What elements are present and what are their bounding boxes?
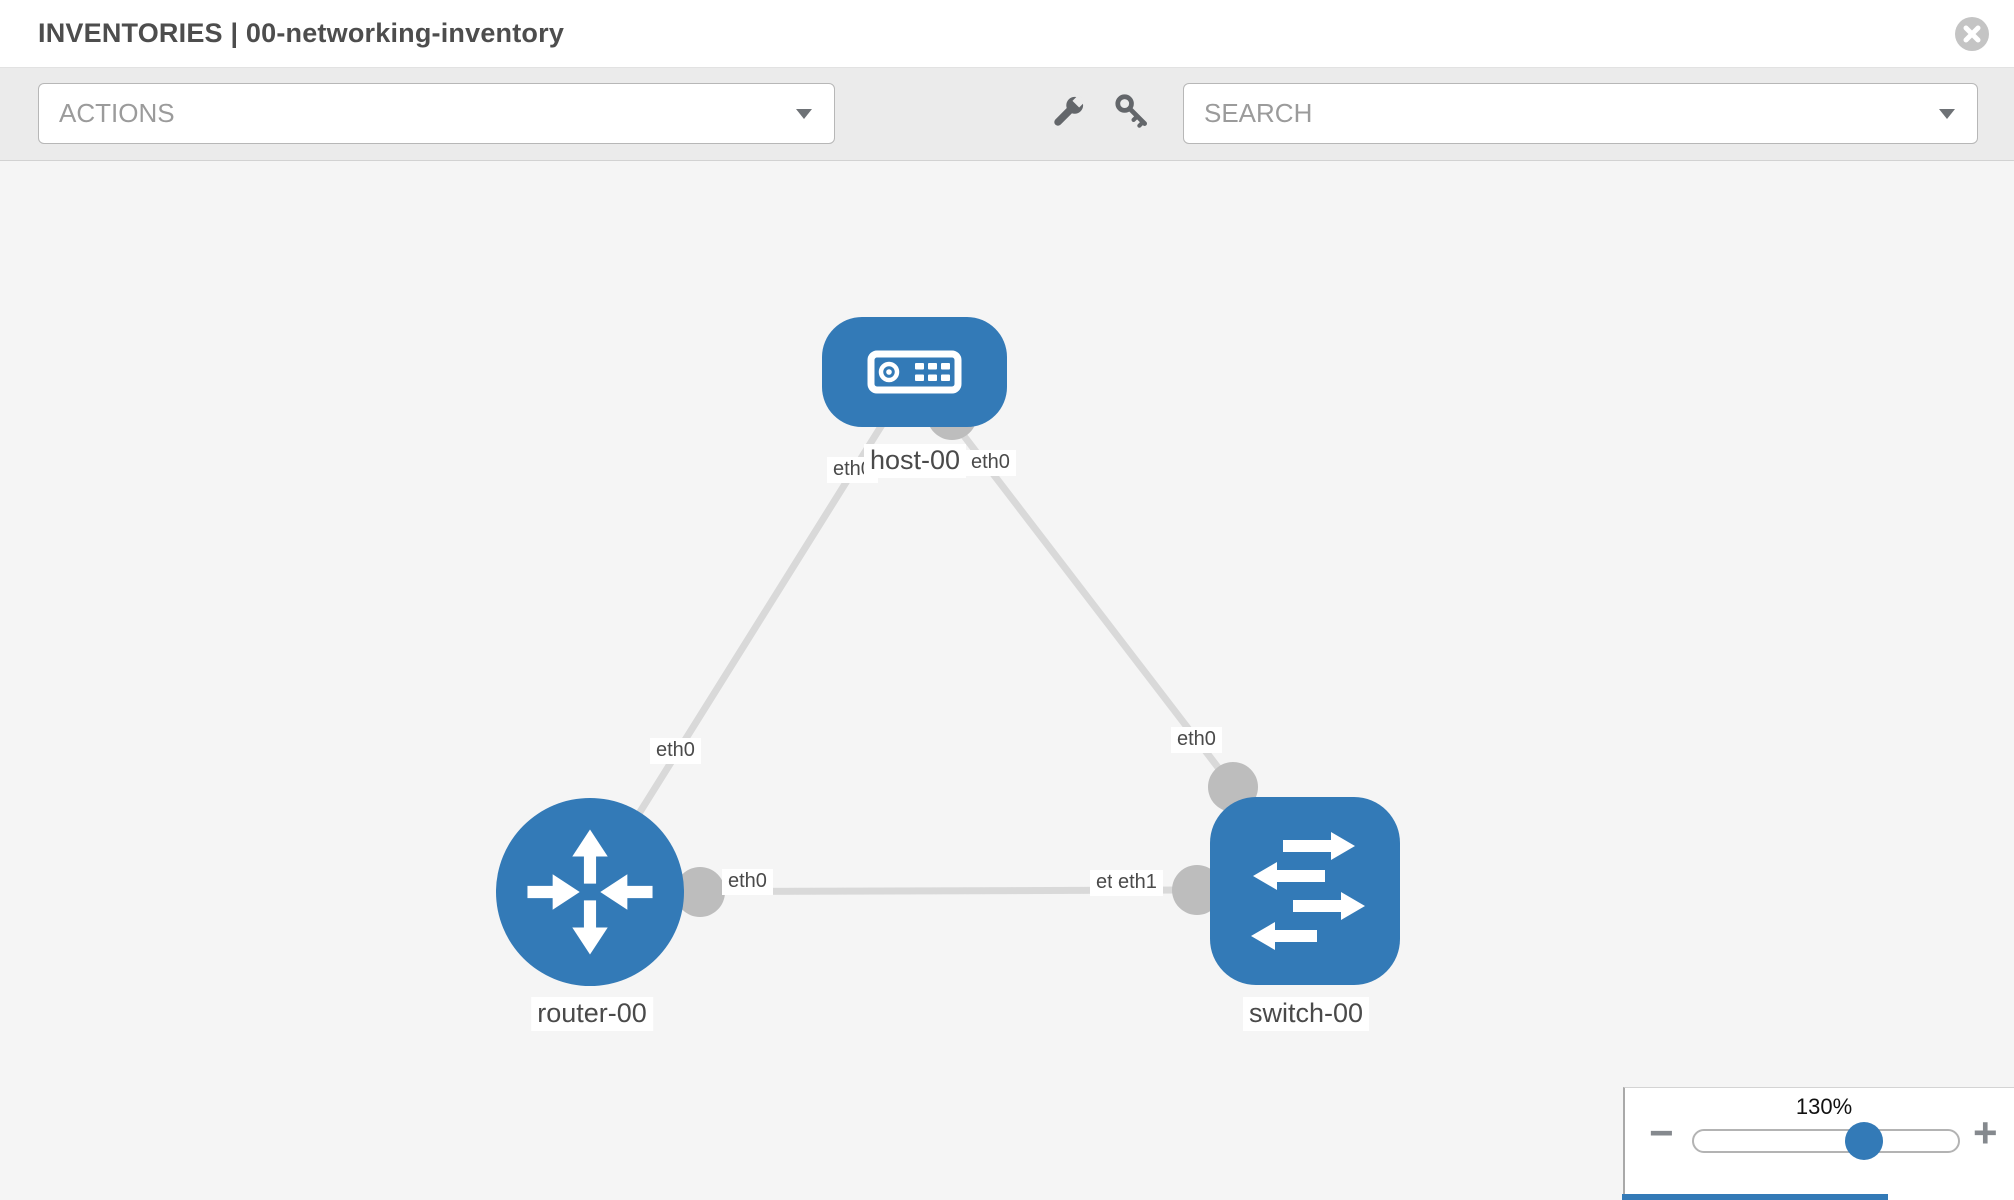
interface-dot-switch-eth1 [1172, 865, 1222, 915]
wrench-icon [1054, 94, 1086, 126]
interface-label: eth0 [1171, 727, 1222, 753]
chevron-down-icon[interactable] [796, 109, 812, 119]
topology-graph [587, 369, 1258, 917]
switch-arrows-icon [1251, 832, 1365, 950]
zoom-out-button[interactable]: − [1649, 1109, 1674, 1156]
router-arrows-icon [527, 829, 653, 955]
node-label-router-00: router-00 [531, 997, 653, 1031]
node-label-switch-00: switch-00 [1242, 997, 1370, 1031]
node-label-host-00: host-00 [863, 444, 967, 478]
actions-dropdown[interactable]: ACTIONS [38, 83, 835, 144]
configure-button[interactable] [1048, 92, 1092, 136]
interface-dot-router-eth0 [675, 867, 725, 917]
close-button[interactable] [1955, 17, 1989, 51]
interface-label: eth0 [650, 738, 701, 764]
chevron-down-icon[interactable] [1939, 109, 1955, 119]
key-panel-top-edge [1622, 1194, 1888, 1200]
interface-label: eth0 [965, 450, 1016, 476]
node-switch-00[interactable] [1210, 797, 1400, 985]
zoom-slider-track[interactable] [1692, 1129, 1960, 1153]
key-icon [1115, 94, 1147, 128]
close-icon [1963, 25, 1981, 43]
zoom-slider-thumb[interactable] [1845, 1122, 1883, 1160]
zoom-in-button[interactable]: + [1973, 1109, 1998, 1156]
credentials-button[interactable] [1112, 92, 1156, 136]
topology-canvas[interactable]: eth0 eth0 eth0 eth0 eth0 eth0 eth1 host-… [0, 161, 2014, 1200]
link-host-switch[interactable] [912, 369, 1236, 790]
zoom-control-panel: 130% − + [1623, 1087, 2014, 1200]
actions-dropdown-label: ACTIONS [59, 98, 175, 128]
toolbar: ACTIONS SEARCH [0, 68, 2014, 161]
search-dropdown-label: SEARCH [1204, 98, 1313, 128]
search-dropdown[interactable]: SEARCH [1183, 83, 1978, 144]
zoom-level-label: 130% [1795, 1094, 1853, 1119]
header: INVENTORIES | 00-networking-inventory [0, 0, 2014, 68]
page-title: INVENTORIES | 00-networking-inventory [38, 18, 565, 48]
node-router-00[interactable] [496, 798, 684, 986]
interface-label: eth1 [1112, 870, 1163, 896]
interface-label: eth0 [722, 869, 773, 895]
host-server-icon [867, 350, 962, 394]
node-host-00[interactable] [822, 317, 1007, 427]
